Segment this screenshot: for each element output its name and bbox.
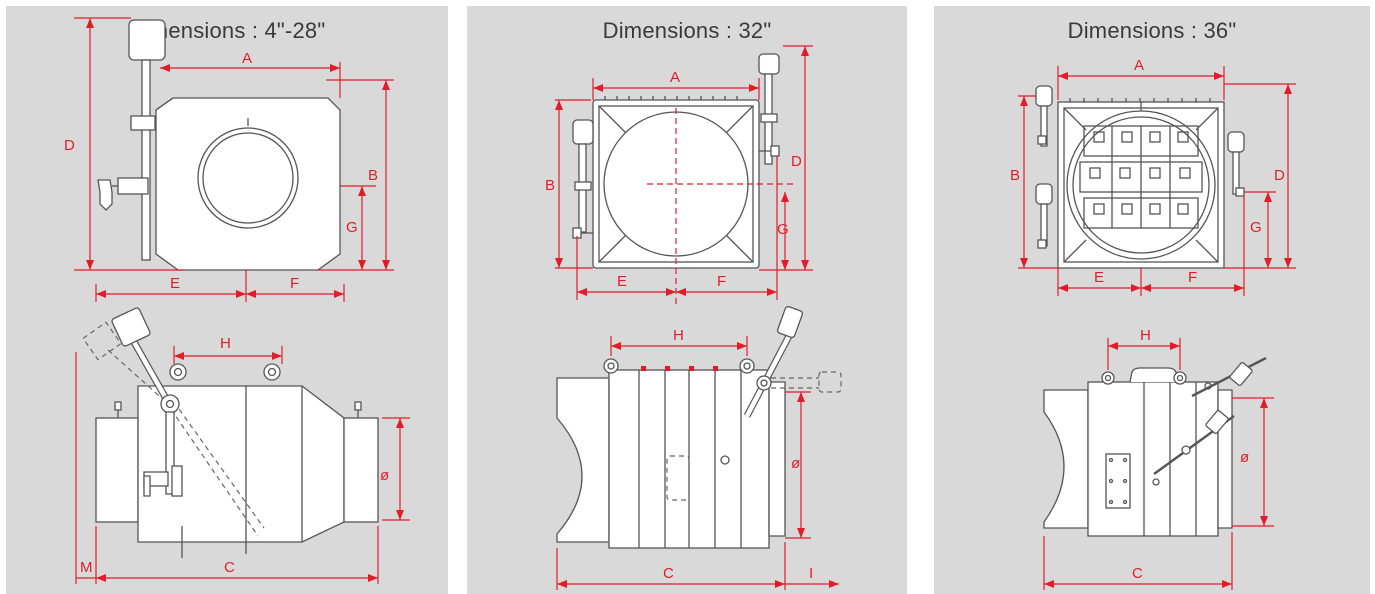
lifting-lug <box>169 363 187 381</box>
side-counterweight <box>776 305 804 339</box>
label-H: H <box>673 327 684 344</box>
panel-4-28: Dimensions : 4"-28" <box>6 6 448 594</box>
side-dimensions: H ø C I <box>556 327 839 590</box>
side-dimensions: H ø C M <box>75 335 410 584</box>
front-dimensions: A D B G E F <box>64 17 394 302</box>
diagram-32: A B D G E F <box>545 45 842 590</box>
side-dimensions: H ø C <box>1043 327 1274 590</box>
handle-knob <box>117 177 149 195</box>
side-view <box>82 307 379 558</box>
label-A: A <box>1134 57 1144 74</box>
counterweight <box>128 19 166 61</box>
lifting-lug <box>263 363 281 381</box>
label-dia: ø <box>1240 449 1249 466</box>
label-F: F <box>717 273 726 290</box>
panel-title: Dimensions : 36" <box>1067 18 1237 43</box>
label-D: D <box>791 153 802 170</box>
label-dia: ø <box>380 467 389 484</box>
diagram-4-28: A D B G E F <box>64 17 410 584</box>
label-C: C <box>224 559 235 576</box>
lifting-lug <box>603 358 619 374</box>
panel-title: Dimensions : 32" <box>602 18 772 43</box>
inlet-spigot <box>556 377 610 543</box>
front-dimensions: A B D G E F <box>545 45 813 300</box>
side-view <box>1043 356 1267 537</box>
counterweight <box>572 119 594 145</box>
label-C: C <box>663 565 674 582</box>
label-G: G <box>1250 219 1262 236</box>
label-E: E <box>170 275 180 292</box>
label-I: I <box>809 565 813 582</box>
label-B: B <box>545 177 555 194</box>
counterweight <box>1227 131 1245 153</box>
counterweight <box>1035 85 1053 107</box>
outlet-spigot <box>343 417 379 523</box>
lifting-lug <box>1101 371 1115 385</box>
lift-handle <box>1129 367 1179 383</box>
counterweight <box>1035 183 1053 205</box>
label-G: G <box>777 221 789 238</box>
label-E: E <box>1094 269 1104 286</box>
label-dia: ø <box>791 455 800 472</box>
panel-36: Dimensions : 36" <box>934 6 1370 594</box>
label-E: E <box>617 273 627 290</box>
label-C: C <box>1132 565 1143 582</box>
lifting-lug <box>1173 371 1187 385</box>
label-D: D <box>64 137 75 154</box>
front-view <box>97 19 341 271</box>
lever-bracket <box>130 115 156 131</box>
front-view <box>1035 85 1245 269</box>
diagram-36: A B D G E F <box>1010 57 1296 590</box>
front-dimensions: A B D G E F <box>1010 57 1296 296</box>
inlet-spigot <box>1043 389 1089 529</box>
label-F: F <box>290 275 299 292</box>
label-A: A <box>242 50 252 67</box>
label-D: D <box>1274 167 1285 184</box>
counterweight <box>758 53 780 75</box>
label-H: H <box>220 335 231 352</box>
label-A: A <box>670 69 680 86</box>
label-F: F <box>1188 269 1197 286</box>
front-view <box>572 53 797 306</box>
side-view <box>556 305 842 549</box>
label-H: H <box>1140 327 1151 344</box>
inlet-spigot <box>95 417 139 523</box>
duct-opening <box>197 127 299 229</box>
label-B: B <box>368 167 378 184</box>
label-G: G <box>346 219 358 236</box>
lever-rod <box>141 59 151 261</box>
side-counterweight <box>111 307 151 347</box>
lifting-lug <box>739 358 755 374</box>
panel-32: Dimensions : 32" <box>467 6 907 594</box>
label-B: B <box>1010 167 1020 184</box>
label-M: M <box>80 559 93 576</box>
